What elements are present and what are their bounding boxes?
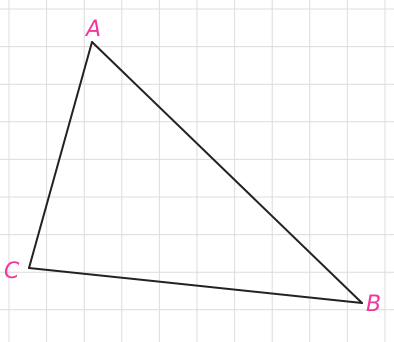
edge-ab: [91, 41, 363, 304]
vertex-label-b: B: [366, 292, 381, 317]
vertex-label-a: A: [84, 17, 101, 42]
edge-ca: [28, 41, 93, 269]
vertex-label-c: C: [4, 259, 20, 284]
edge-bc: [28, 267, 363, 304]
